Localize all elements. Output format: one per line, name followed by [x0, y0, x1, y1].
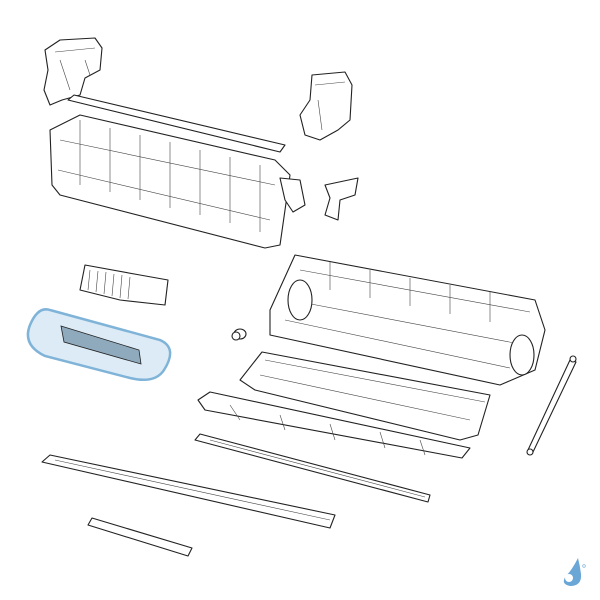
louver-frame[interactable]	[197, 391, 471, 459]
bearing-bushing[interactable]	[231, 328, 247, 341]
heat-exchanger[interactable]	[49, 114, 306, 249]
water-drop-logo-icon	[563, 558, 586, 586]
horizontal-flap[interactable]	[41, 454, 336, 529]
air-filter-highlight[interactable]	[26, 308, 172, 381]
swing-shaft[interactable]	[526, 355, 577, 456]
pipe-clip[interactable]	[324, 177, 359, 221]
lower-rail[interactable]	[194, 433, 431, 503]
drain-pan[interactable]	[239, 351, 491, 441]
left-side-bracket[interactable]	[43, 37, 103, 106]
top-panel-strip[interactable]	[67, 94, 286, 153]
cross-flow-fan[interactable]	[79, 264, 169, 306]
right-side-bracket[interactable]	[299, 71, 353, 141]
main-chassis[interactable]	[269, 254, 546, 386]
small-flap[interactable]	[87, 517, 193, 557]
